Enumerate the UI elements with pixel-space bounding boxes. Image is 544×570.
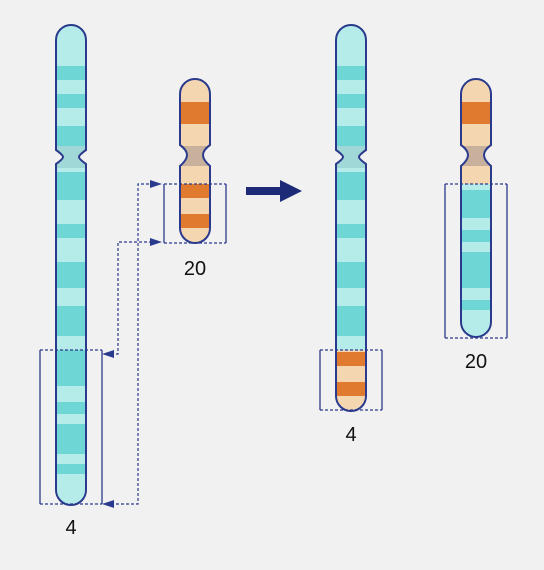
exchange-connectors	[106, 183, 152, 505]
chromosome-4-before	[55, 24, 87, 506]
arrowhead-to-chr4-bottom	[102, 500, 114, 508]
arrowhead-to-chr20-bottom	[150, 238, 162, 246]
chr20-segment-bracket	[163, 183, 227, 244]
right-arrow-icon	[246, 180, 302, 202]
chromosome-20-before	[179, 78, 211, 244]
chr4-segment-bracket	[39, 349, 103, 505]
chromosome-20-before-label: 20	[184, 258, 206, 280]
arrowhead-to-chr20-top	[150, 180, 162, 188]
connector-arrowheads	[102, 180, 162, 508]
chromosome-4-after	[335, 24, 367, 412]
chromosome-20-after	[460, 78, 492, 338]
chr4-after-bracket	[319, 349, 383, 411]
chr20-after-bracket	[444, 183, 508, 339]
arrowhead-to-chr4-top	[102, 350, 114, 358]
chromosome-20-after-label: 20	[465, 351, 487, 373]
chromosome-4-before-label: 4	[65, 517, 76, 539]
chromosome-4-after-label: 4	[345, 424, 356, 446]
